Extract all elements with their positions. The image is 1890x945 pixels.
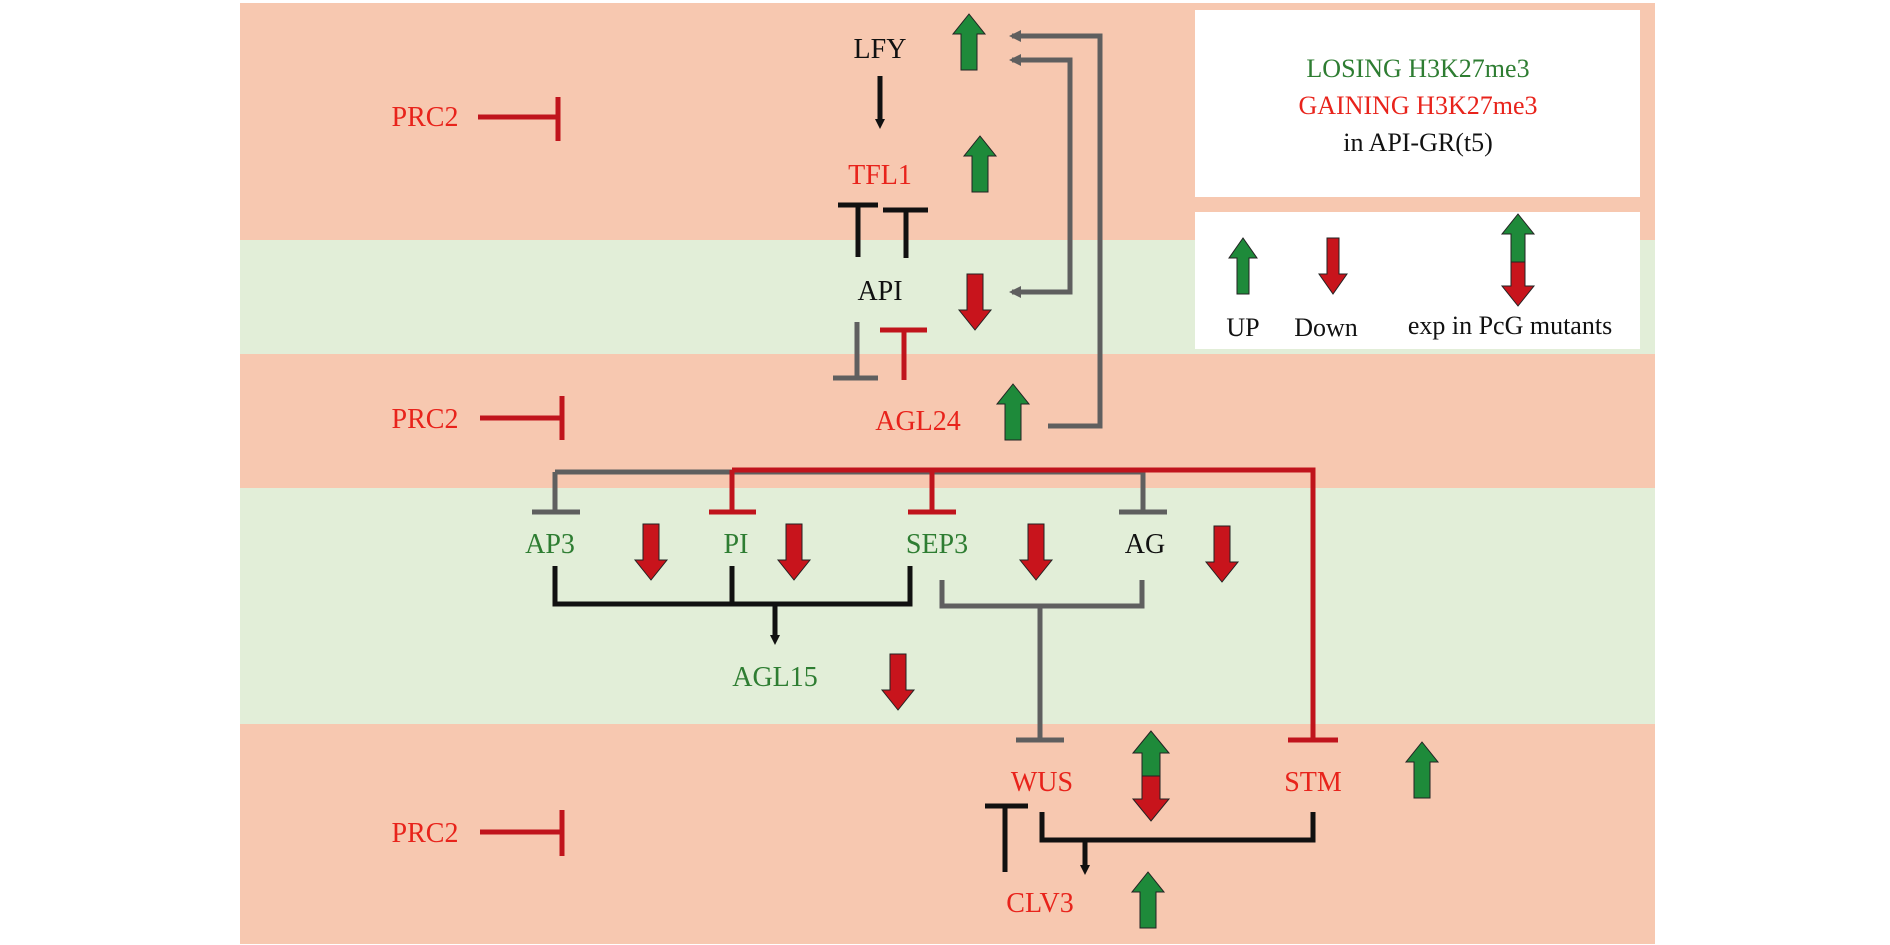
legend-exp-label: exp in PcG mutants (1408, 311, 1612, 340)
edge-lfy-api (1009, 200, 1073, 298)
prc2-inhibition-bottom (480, 810, 565, 856)
gene-ag: AG (1125, 529, 1165, 560)
gene-ap3: AP3 (525, 529, 575, 560)
legend-losing: LOSING H3K27me3 (1306, 54, 1529, 83)
legend-methylation-box (1195, 10, 1640, 197)
legend-updown-arrow-icon (1500, 213, 1536, 307)
edge-ap3-pi-sep3-agl15 (552, 566, 913, 640)
edge-api-tfl1-repression (838, 202, 878, 257)
expr-ap3-arrow-icon (633, 523, 669, 581)
prc2-inhibition-top (478, 97, 561, 141)
gene-clv3: CLV3 (1006, 888, 1073, 919)
legend-down-label: Down (1294, 313, 1358, 342)
expr-sep3-arrow-icon (1018, 523, 1054, 581)
gene-api: API (857, 276, 902, 307)
gene-lfy: LFY (854, 34, 907, 65)
edge-tfl1-api-repression (883, 207, 928, 258)
gene-wus: WUS (1011, 767, 1073, 798)
expr-wus-arrow-icon (1131, 730, 1171, 822)
edge-api-agl24-repression (880, 327, 927, 380)
legend-up-arrow-icon (1228, 237, 1258, 295)
expr-agl15-arrow-icon (880, 653, 916, 711)
expr-stm-arrow-icon (1404, 741, 1440, 799)
expr-agl24-arrow-icon (995, 383, 1031, 441)
edge-wus-stm-clv3 (1039, 812, 1316, 870)
gene-tfl1: TFL1 (848, 160, 912, 191)
prc2-label-middle: PRC2 (392, 404, 459, 435)
legend-gaining: GAINING H3K27me3 (1298, 91, 1537, 120)
prc2-label-top: PRC2 (392, 102, 459, 133)
gene-agl15: AGL15 (732, 662, 818, 693)
gene-pi: PI (724, 529, 749, 560)
legend-down-arrow-icon (1318, 237, 1348, 295)
edge-sep3-ag-wus (939, 580, 1145, 743)
expr-clv3-arrow-icon (1130, 871, 1166, 929)
network-edges (532, 30, 1338, 872)
edge-clv3-wus-repression (985, 803, 1028, 872)
edge-red-bus (729, 467, 1316, 738)
band-pink-middle (240, 354, 1655, 488)
prc2-label-bottom: PRC2 (392, 818, 459, 849)
legend-up-label: UP (1226, 313, 1259, 342)
prc2-repressors: PRC2 PRC2 PRC2 (392, 97, 565, 856)
expression-arrows (633, 13, 1440, 929)
prc2-inhibition-middle (480, 396, 565, 440)
edge-agl24-api-repression (833, 322, 878, 381)
edge-agl24-lfy (1009, 30, 1103, 429)
gene-labels: LFY TFL1 API AGL24 AP3 PI SEP3 AG AGL15 … (525, 34, 1342, 919)
legend: LOSING H3K27me3 GAINING H3K27me3 in API-… (1195, 10, 1640, 349)
expr-lfy-arrow-icon (951, 13, 987, 71)
gene-stm: STM (1284, 767, 1342, 798)
gene-agl24: AGL24 (875, 406, 961, 437)
legend-expression-box (1195, 212, 1640, 349)
expr-ag-arrow-icon (1204, 525, 1240, 583)
expr-api-arrow-icon (957, 273, 993, 331)
gene-sep3: SEP3 (906, 529, 968, 560)
expr-tfl1-arrow-icon (962, 135, 998, 193)
legend-context: in API-GR(t5) (1343, 128, 1493, 157)
expr-pi-arrow-icon (776, 523, 812, 581)
